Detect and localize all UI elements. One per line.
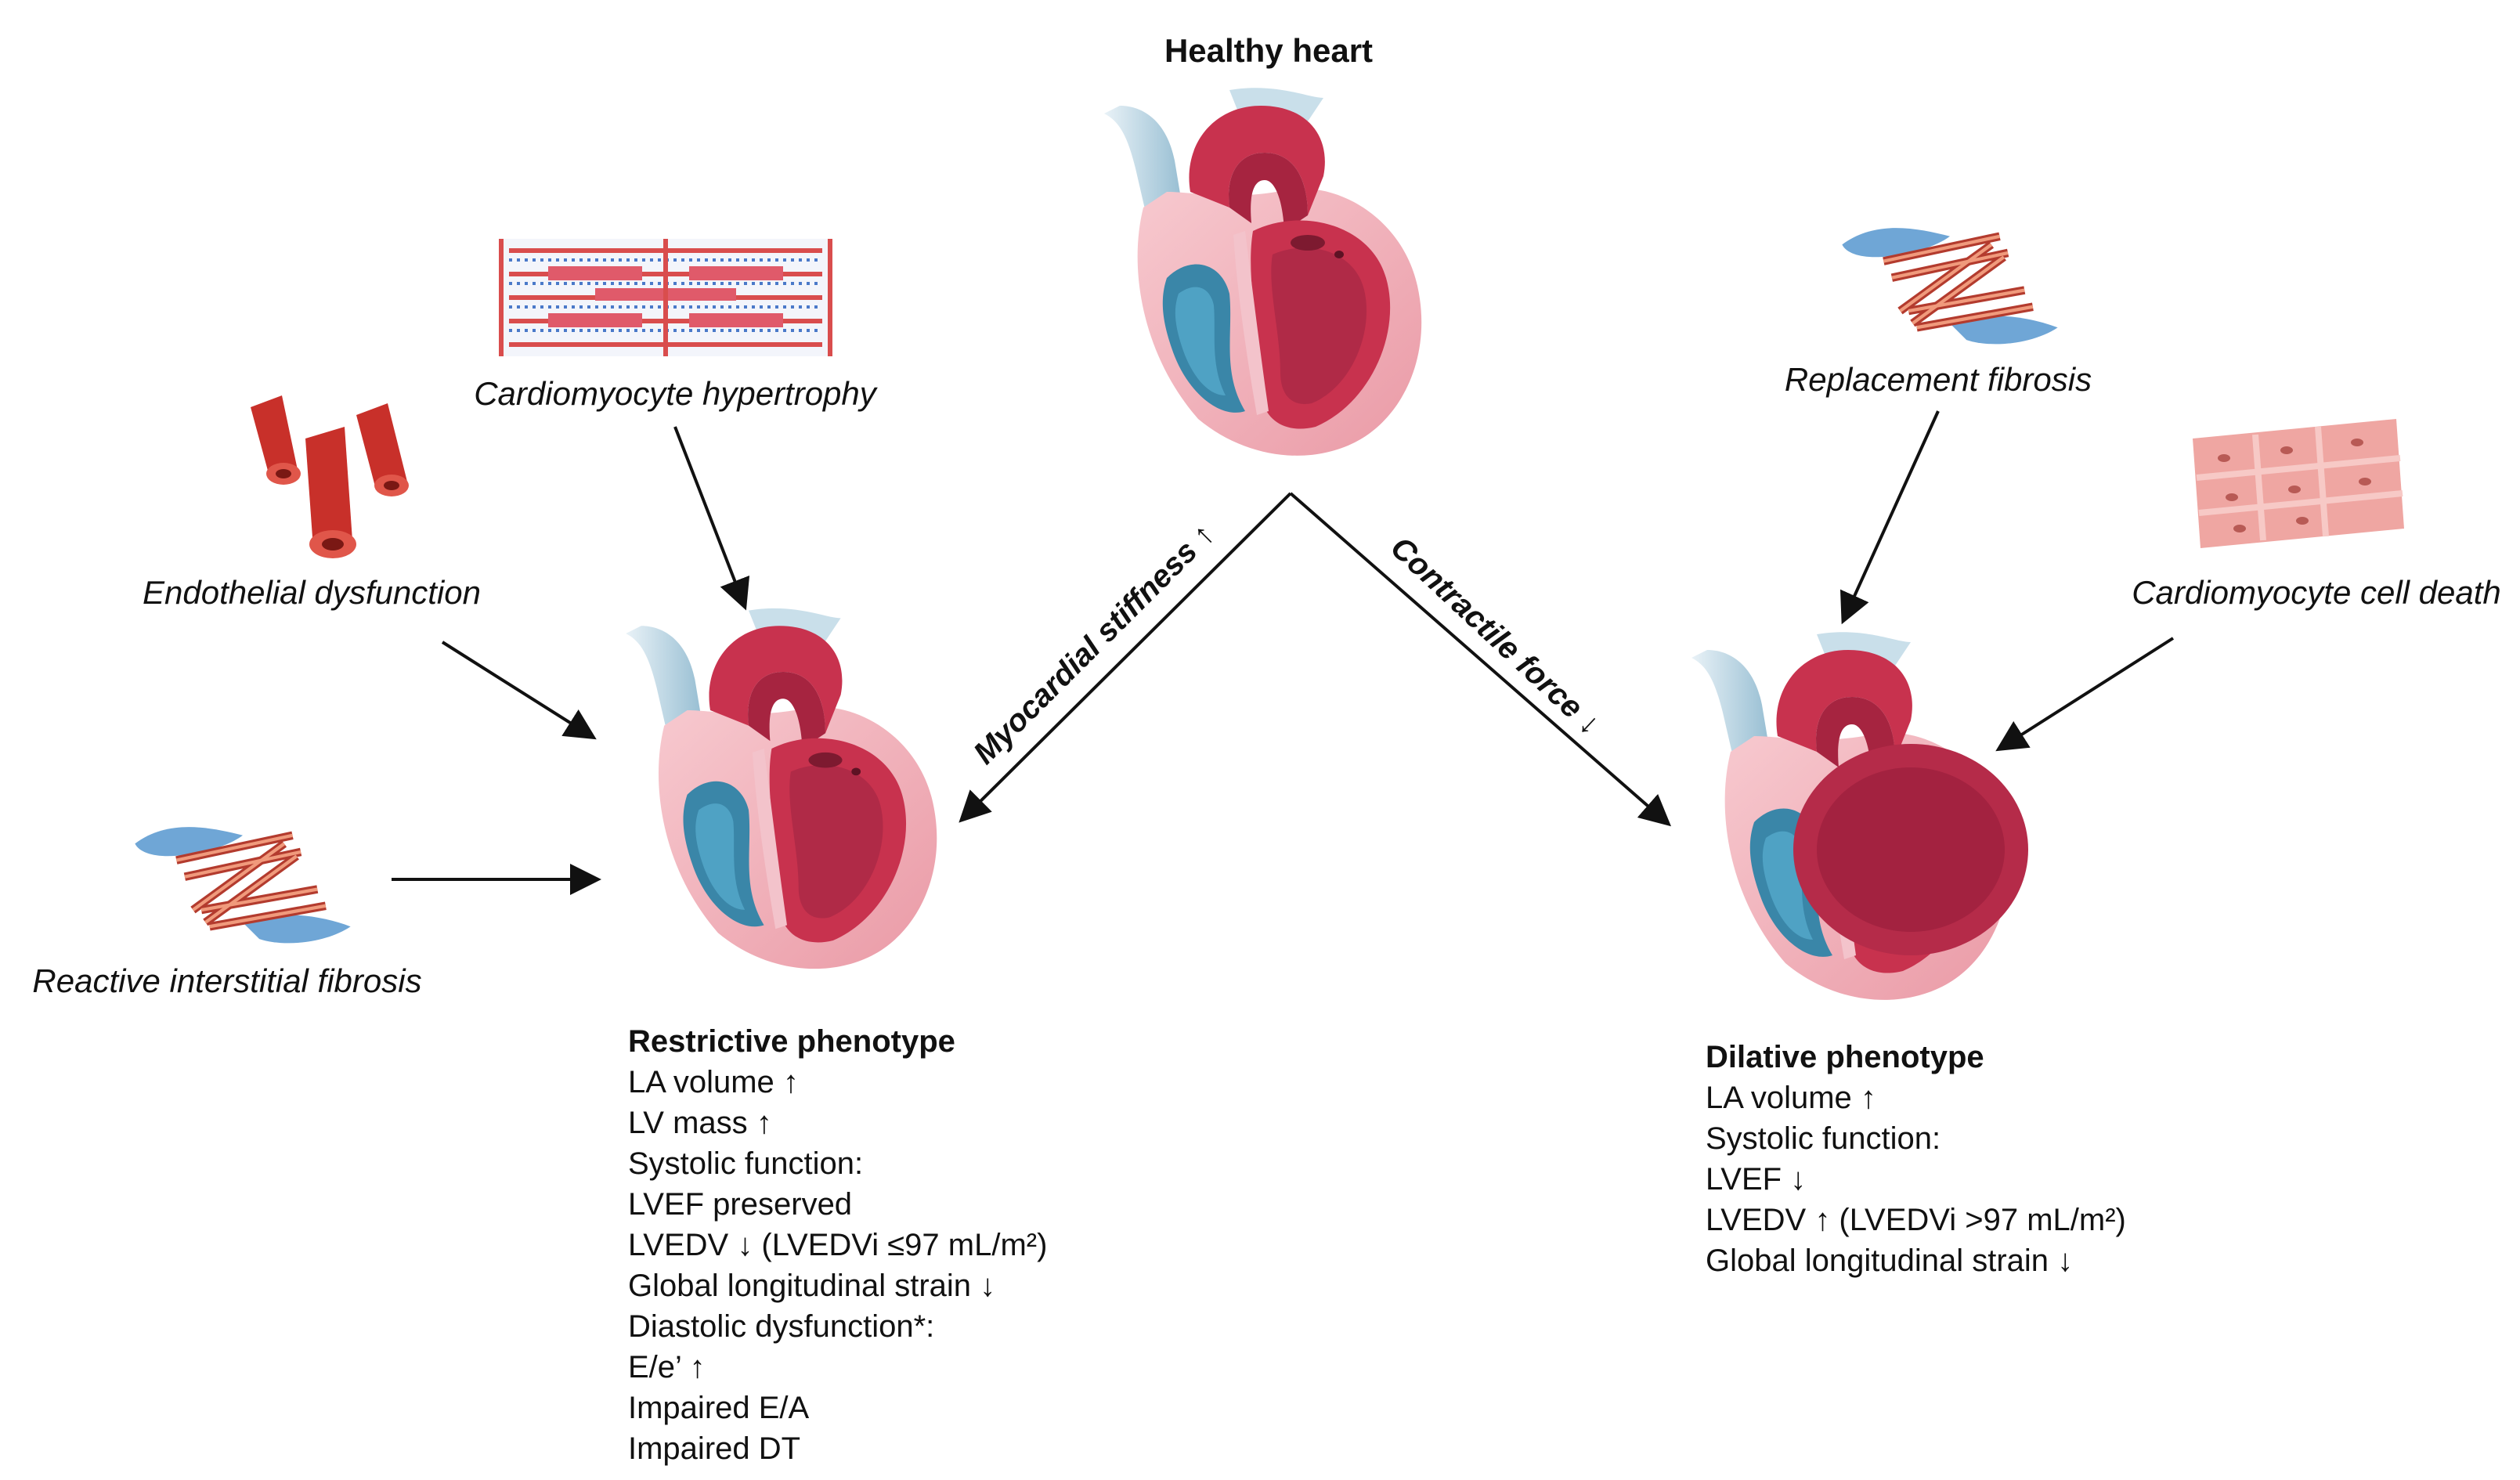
cardiomyocyte-cell-death-label: Cardiomyocyte cell death (2132, 574, 2501, 611)
blood-vessels-icon (251, 395, 409, 558)
restrictive-item: Systolic function: (628, 1146, 864, 1181)
restrictive-phenotype-list: LA volume ↑ LV mass ↑ Systolic function:… (628, 1062, 1047, 1469)
restrictive-item: LV mass ↑ (628, 1106, 772, 1140)
dilative-item: LVEDV ↑ (LVEDVi >97 mL/m²) (1706, 1203, 2126, 1237)
restrictive-item: Global longitudinal strain ↓ (628, 1269, 996, 1303)
arrows (392, 410, 2175, 895)
dilative-phenotype-list: LA volume ↑ Systolic function: LVEF ↓ LV… (1706, 1078, 2126, 1281)
restrictive-item: LA volume ↑ (628, 1065, 799, 1099)
endothelial-dysfunction-label: Endothelial dysfunction (143, 574, 481, 611)
dilative-item: Systolic function: (1706, 1121, 1941, 1156)
dilative-item: LVEF ↓ (1706, 1162, 1807, 1197)
dilative-item: LA volume ↑ (1706, 1081, 1876, 1115)
dilative-phenotype-panel: Dilative phenotype LA volume ↑ Systolic … (1706, 1037, 2126, 1281)
arrow-to-dilative (1289, 492, 1672, 827)
restrictive-heart-illustration (626, 608, 937, 969)
cardiomyocyte-hypertrophy-icon (499, 239, 832, 356)
cardiomyocyte-hypertrophy-label: Cardiomyocyte hypertrophy (474, 375, 876, 412)
arrow-hypertrophy (673, 426, 750, 611)
dilative-item: Global longitudinal strain ↓ (1706, 1244, 2074, 1278)
healthy-heart-illustration (1104, 88, 1422, 456)
healthy-heart-title: Healthy heart (1164, 32, 1374, 69)
restrictive-item: LVEDV ↓ (LVEDVi ≤97 mL/m²) (628, 1228, 1048, 1262)
arrow-replacement (1839, 410, 1940, 625)
restrictive-item: LVEF preserved (628, 1187, 853, 1222)
arrow-to-restrictive (959, 492, 1292, 823)
replacement-fibrosis-label: Replacement fibrosis (1784, 361, 2092, 398)
dilative-phenotype-title: Dilative phenotype (1706, 1040, 1984, 1074)
restrictive-phenotype-panel: Restrictive phenotype LA volume ↑ LV mas… (628, 1021, 1047, 1469)
restrictive-item: Diastolic dysfunction*: (628, 1309, 935, 1344)
interstitial-fibrosis-icon (135, 827, 350, 943)
arrow-endothelial (441, 641, 597, 740)
restrictive-item: Impaired DT (628, 1431, 801, 1466)
restrictive-item: Impaired E/A (628, 1391, 810, 1425)
restrictive-phenotype-title: Restrictive phenotype (628, 1024, 955, 1059)
arrow-cell-death (1995, 637, 2175, 752)
dead-cardiomyocyte-tissue-icon (2193, 419, 2404, 548)
reactive-interstitial-fibrosis-label: Reactive interstitial fibrosis (32, 962, 422, 999)
dilative-heart-illustration (1691, 632, 2028, 1000)
restrictive-item: E/e’ ↑ (628, 1350, 706, 1384)
replacement-fibrosis-icon (1842, 228, 2057, 344)
